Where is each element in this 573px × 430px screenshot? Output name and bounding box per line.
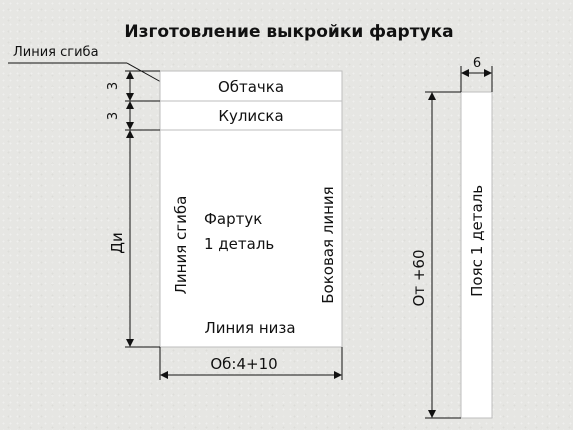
belt-count-label: 1 деталь [468,185,486,255]
belt-width-value: 6 [473,56,481,71]
drawstring-channel-label: Кулиска [218,107,283,125]
facing-height-value: 3 [106,82,121,90]
belt-name-label: Пояс [468,259,486,297]
drawstring-channel-piece [159,100,343,131]
belt-length-value: От +60 [410,250,428,307]
diagram-title: Изготовление выкройки фартука [124,22,453,42]
apron-name-label: Фартук [204,210,262,228]
apron-side-line-label: Боковая линия [319,186,337,303]
drawstring-height-value: 3 [106,112,121,120]
fold-line-callout-label: Линия сгиба [13,45,99,60]
apron-count-label: 1 деталь [204,235,274,253]
apron-length-value: Ди [108,232,126,253]
apron-hem-line-label: Линия низа [204,319,295,337]
fold-line-callout-leader [126,62,162,83]
facing-label: Обтачка [218,78,284,96]
apron-fold-line-label: Линия сгиба [172,196,190,295]
apron-piece [159,129,343,348]
belt-piece [460,91,493,419]
apron-width-value: Об:4+10 [210,355,277,373]
